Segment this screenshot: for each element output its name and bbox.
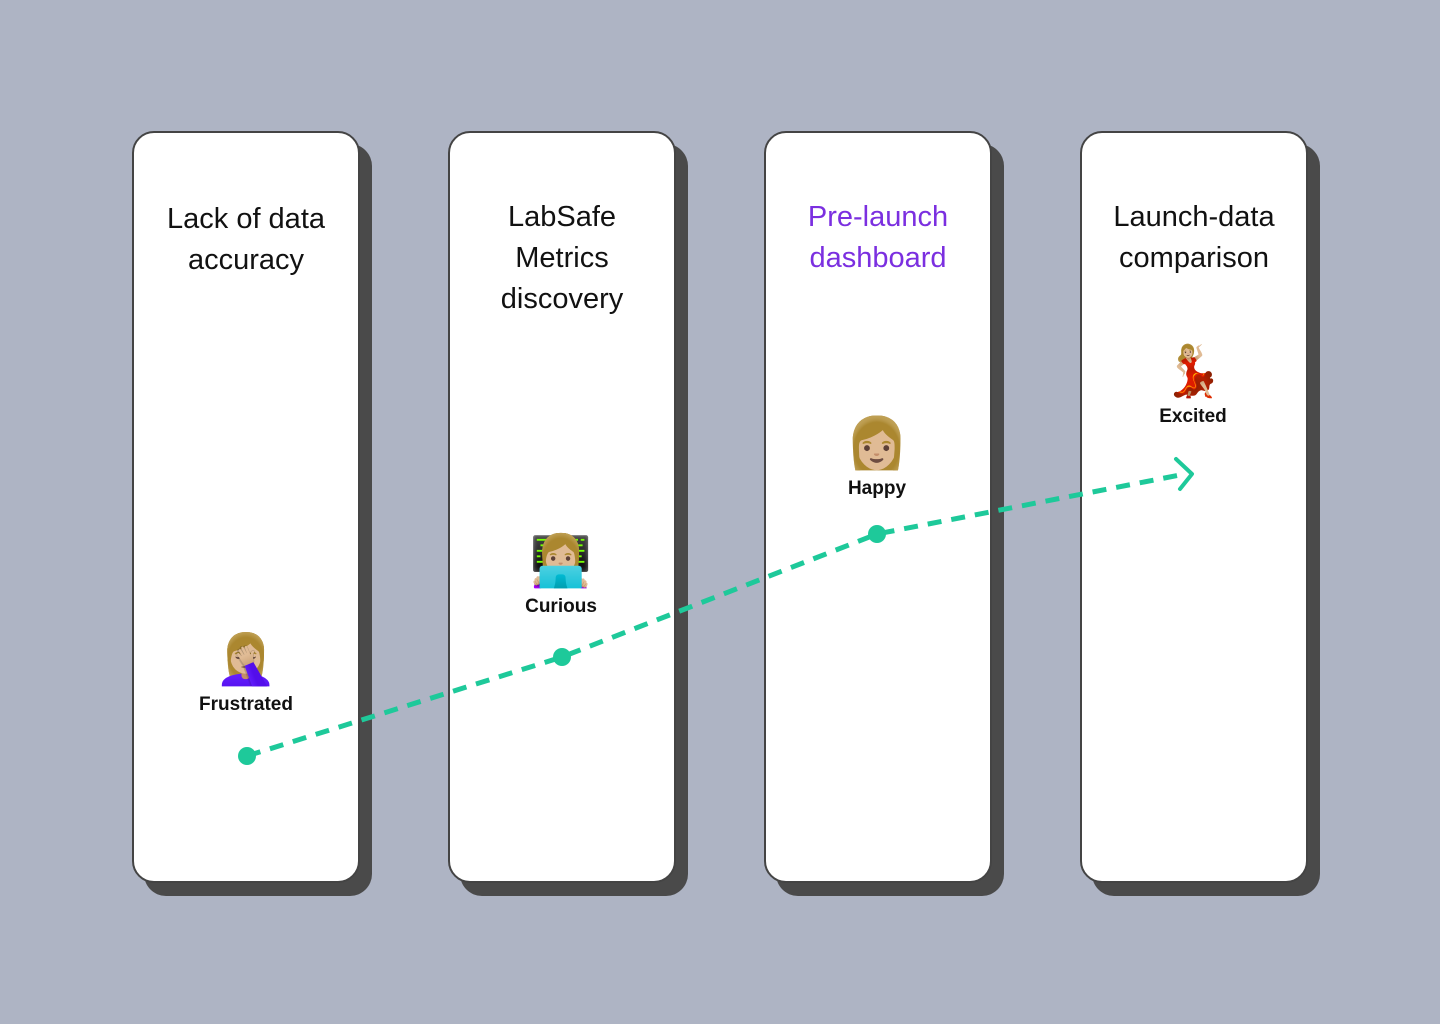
woman-facepalming-icon: 🤦🏼‍♀️ (214, 631, 278, 687)
mood-label: Frustrated (199, 694, 293, 715)
journey-point-2 (553, 648, 571, 666)
stage-card-3: Pre-launch dashboard (764, 131, 992, 883)
stage-title: Pre-launch dashboard (807, 201, 949, 274)
journey-point-3 (868, 525, 886, 543)
woman-dancing-icon: 💃🏼 (1161, 343, 1225, 399)
arrow-head-icon (1174, 457, 1194, 491)
woman-face-icon: 👩🏼 (845, 415, 909, 471)
stage-title: LabSafe Metrics discovery (500, 201, 624, 315)
journey-point-1 (238, 747, 256, 765)
mood-frustrated: 🤦🏼‍♀️ Frustrated (166, 628, 326, 716)
mood-happy: 👩🏼 Happy (797, 412, 957, 500)
stage-title: Launch-data comparison (1113, 201, 1275, 274)
stage-card-2: LabSafe Metrics discovery (448, 131, 676, 883)
mood-label: Excited (1159, 406, 1227, 427)
mood-curious: 👩🏼‍💻 Curious (481, 530, 641, 618)
journey-dashed-line (246, 471, 1186, 759)
stage-card-4: Launch-data comparison (1080, 131, 1308, 883)
stage-card-1: Lack of data accuracy (132, 131, 360, 883)
mood-label: Happy (847, 478, 907, 499)
woman-technologist-icon: 👩🏼‍💻 (529, 533, 593, 589)
stage-title: Lack of data accuracy (167, 203, 325, 276)
mood-excited: 💃🏼 Excited (1113, 340, 1273, 428)
mood-label: Curious (525, 596, 597, 617)
